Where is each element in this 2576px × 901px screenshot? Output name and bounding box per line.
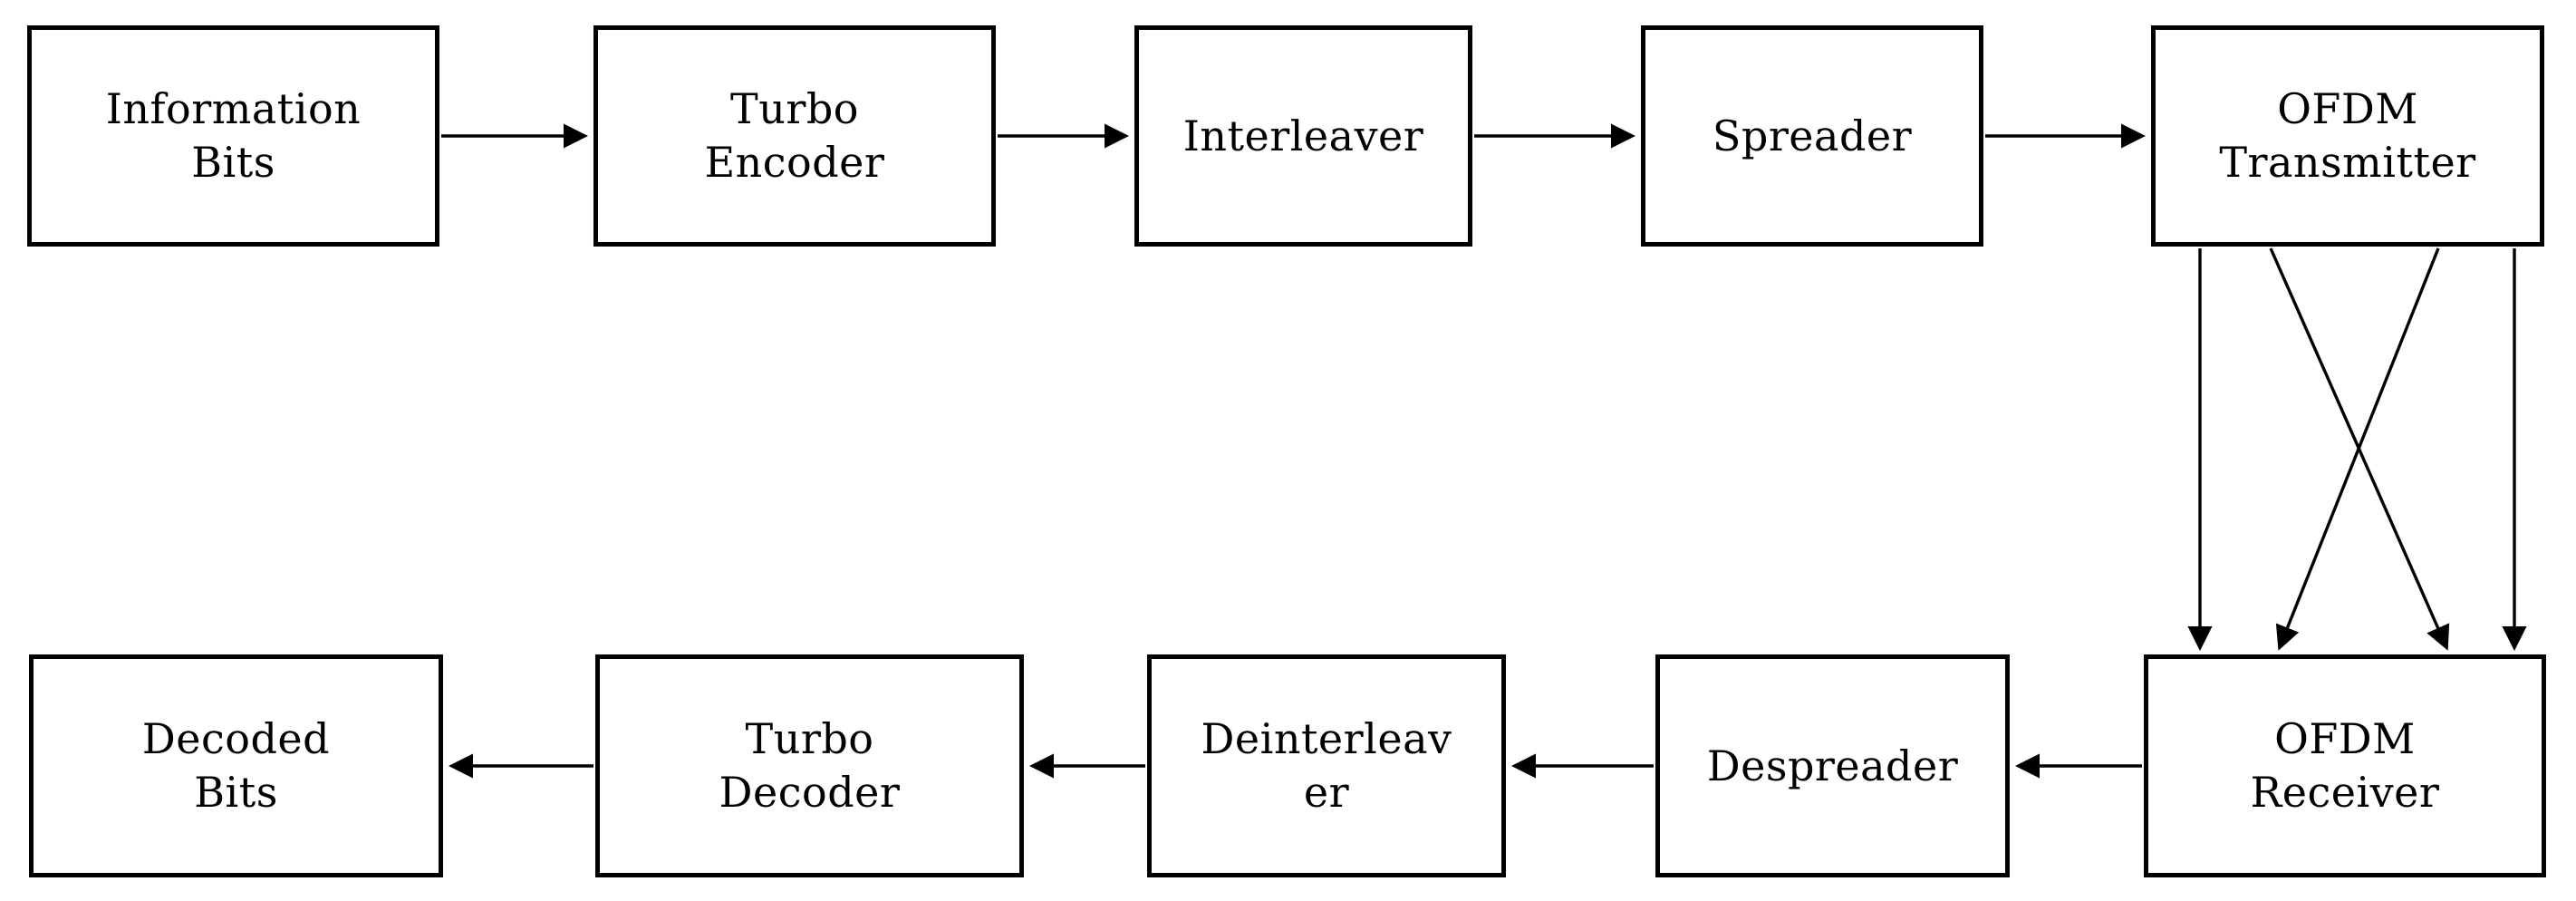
block-ofdm-receiver: OFDM Receiver (2144, 654, 2546, 877)
block-despreader: Despreader (1655, 654, 2010, 877)
arrow-channel-diagonal-left-to-right (2269, 247, 2450, 651)
arrow-channel-diagonal-right-to-left (2275, 247, 2440, 651)
block-deinterleaver: Deinterleav er (1147, 654, 1506, 877)
block-decoded-bits: Decoded Bits (29, 654, 443, 877)
block-ofdm-transmitter: OFDM Transmitter (2151, 25, 2544, 247)
block-turbo-decoder: Turbo Decoder (595, 654, 1024, 877)
block-turbo-encoder: Turbo Encoder (593, 25, 996, 247)
block-interleaver: Interleaver (1134, 25, 1472, 247)
block-spreader: Spreader (1641, 25, 1983, 247)
block-information-bits: Information Bits (27, 25, 439, 247)
